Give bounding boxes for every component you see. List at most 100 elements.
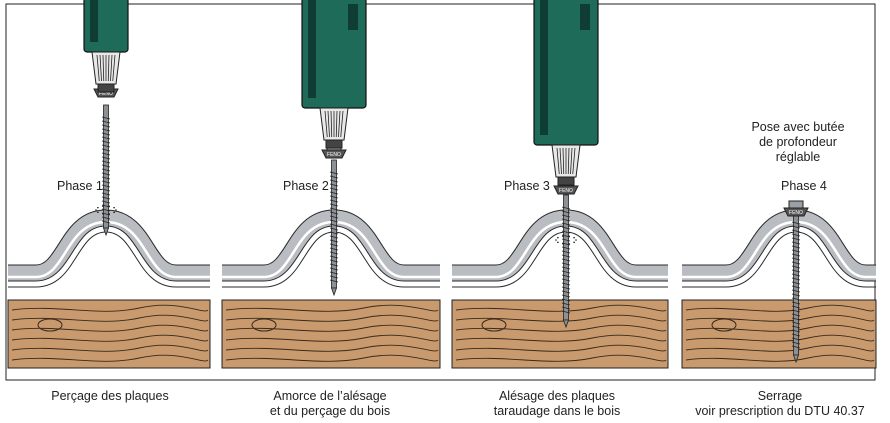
screw-thread [329, 255, 339, 259]
phase-3-panel: FENO [451, 0, 669, 369]
screw-tip [330, 287, 338, 297]
phase-3-caption: Alésage des plaques taraudage dans le bo… [447, 389, 667, 419]
chuck-ridge [99, 54, 102, 82]
screw-thread [561, 286, 571, 290]
screw-thread [101, 168, 111, 172]
drill-grip-shade [90, 0, 98, 42]
screw-thread [101, 136, 111, 140]
screw-thread [329, 247, 339, 251]
wood-grain-line [455, 324, 667, 332]
screw-thread [101, 192, 111, 196]
wood-knot [711, 318, 737, 332]
screw-thread [101, 196, 111, 200]
note-line-1: Pose avec butée [751, 120, 845, 134]
screw-thread [101, 172, 111, 176]
wood-grain-line [455, 354, 667, 362]
chuck-ridge [559, 147, 562, 175]
screw-thread [561, 214, 571, 218]
drilling-debris [573, 236, 575, 239]
screw-thread [329, 187, 339, 191]
drilling-debris [113, 211, 115, 214]
screw-thread [791, 333, 801, 337]
corrugated-sheet-3 [452, 209, 668, 288]
screw-thread [329, 251, 339, 255]
screw-thread [101, 140, 111, 144]
screw-thread [329, 183, 339, 187]
screw-thread [329, 275, 339, 279]
chuck-ridge [570, 147, 573, 175]
screw-3 [561, 194, 571, 329]
wood-beam-4 [681, 299, 877, 369]
screw-thread [561, 266, 571, 270]
screw-thread [791, 345, 801, 349]
phase-4-caption: Serrage voir prescription du DTU 40.37 [670, 389, 890, 419]
screw-thread [101, 216, 111, 220]
screw-thread [329, 227, 339, 231]
screw-thread [791, 341, 801, 345]
phase-2-caption: Amorce de l’alésage et du perçage du boi… [220, 389, 440, 419]
screw-tip [792, 354, 800, 364]
screw-thread [791, 249, 801, 253]
wood-grain-line [685, 334, 875, 342]
wood-grain-line [11, 304, 209, 312]
screw-thread [101, 164, 111, 168]
screw-thread [791, 269, 801, 273]
wood-grain-line [685, 304, 875, 312]
corrugated-sheet-4 [682, 209, 876, 288]
screw-thread [791, 337, 801, 341]
wood-grain-line [11, 354, 209, 362]
screw-thread [791, 257, 801, 261]
screw-thread [561, 274, 571, 278]
screw-thread [561, 210, 571, 214]
phase-2-caption-line-1: Amorce de l’alésage [273, 389, 387, 403]
screw-thread [791, 221, 801, 225]
screw-thread [791, 305, 801, 309]
screw-thread [791, 297, 801, 301]
screw-thread [101, 128, 111, 132]
screw-thread [561, 282, 571, 286]
drilling-debris [562, 243, 564, 245]
wood-grain-line [455, 304, 667, 312]
screw-thread [561, 222, 571, 226]
screw-thread [329, 223, 339, 227]
screw-thread [329, 203, 339, 207]
screw-thread [791, 317, 801, 321]
phase-1-panel: FENO [7, 0, 211, 369]
screw-thread [791, 325, 801, 329]
drilling-debris [555, 239, 557, 241]
drilling-debris [562, 235, 564, 237]
screw-thread [329, 219, 339, 223]
drilling-debris [115, 209, 117, 211]
screw-thread [329, 267, 339, 271]
chuck-ridge [110, 54, 113, 82]
screw-thread [329, 191, 339, 195]
screw-thread [561, 262, 571, 266]
screw-thread [101, 156, 111, 160]
phase-3-caption-line-2: taraudage dans le bois [493, 404, 621, 418]
screw-tip [562, 319, 570, 329]
screw-thread [561, 306, 571, 310]
screw-thread [561, 254, 571, 258]
wood-grain-line [685, 324, 875, 332]
wood-grain-line [225, 324, 439, 332]
chuck-ridge [96, 54, 100, 82]
chuck-ridge [107, 54, 110, 82]
brand-mark: FENO [327, 152, 341, 158]
screw-shank [563, 194, 569, 321]
screw-thread [561, 310, 571, 314]
drill-grip-shade [308, 0, 316, 98]
wood-block [221, 299, 441, 369]
wood-grain-line [225, 304, 439, 312]
wood-grain-line [455, 344, 667, 352]
phase-2-label: Phase 2 [283, 179, 329, 193]
brand-mark: FENO [789, 210, 803, 216]
screw-thread [791, 261, 801, 265]
wood-grain-line [11, 324, 209, 332]
screw-thread [561, 238, 571, 242]
screw-thread [791, 237, 801, 241]
screw-thread [561, 230, 571, 234]
wood-grain-line [11, 314, 209, 322]
screw-thread [329, 271, 339, 275]
wood-grain-line [225, 344, 439, 352]
screw-thread [791, 313, 801, 317]
